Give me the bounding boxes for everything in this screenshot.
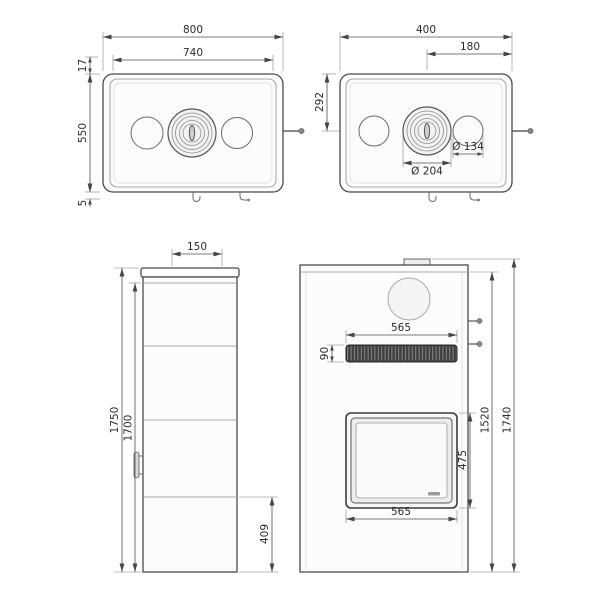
flue-collar-ring: [171, 112, 213, 154]
flue-collar-ring: [410, 114, 444, 148]
dim-width-inner: 740: [112, 47, 274, 71]
stove-top-plate: [109, 78, 277, 188]
burner-cover-left: [130, 116, 164, 150]
dim-label-565-bottom: 565: [391, 506, 411, 518]
dim-height-body: 1700: [123, 282, 141, 572]
dim-label-400: 400: [416, 24, 436, 36]
view-front-elevation: 565 90 475 565 1520 17: [299, 258, 520, 573]
flue-damper-knob: [188, 125, 196, 141]
dim-label-90: 90: [319, 347, 331, 360]
dim-depth: 400: [339, 24, 513, 71]
door-glass: [355, 422, 448, 499]
door-logo-mark: [428, 492, 440, 496]
dim-grille-height: 90: [319, 344, 344, 363]
burner-cover-right: [452, 115, 484, 147]
dim-label-diameter-134: Ø 134: [452, 141, 484, 153]
dim-label-475: 475: [457, 450, 469, 470]
dim-label-565-top: 565: [391, 322, 411, 334]
convection-grille: [345, 344, 458, 363]
flue-damper-knob: [423, 123, 431, 139]
dim-label-409: 409: [259, 524, 271, 544]
bottom-latch-pin: [247, 198, 250, 202]
dim-cover-diameter: Ø 134: [452, 135, 484, 158]
dim-height-overall: 1750: [109, 267, 141, 573]
dim-label-1520: 1520: [480, 407, 492, 434]
air-control-knob: [468, 341, 483, 347]
view-side-elevation: 150 1750 1700 409: [109, 241, 278, 573]
dim-depth: 550: [77, 73, 100, 193]
dim-label-1750: 1750: [109, 407, 121, 434]
knob-head: [476, 341, 483, 347]
stove-top-plate-inner-line: [113, 82, 273, 184]
view-top-plan-front: 800 740 17 550 5: [77, 24, 305, 207]
dim-label-150: 150: [187, 241, 207, 253]
dim-label-292: 292: [314, 92, 326, 112]
stove-top-plate-inner-line: [349, 82, 503, 184]
control-rod-knob: [527, 128, 534, 134]
view-top-plan-side: 400 180 292 Ø 204 Ø 134: [314, 24, 534, 202]
dim-label-1700: 1700: [123, 415, 135, 442]
flue-collar-ring: [414, 118, 440, 144]
dim-label-17: 17: [77, 59, 89, 72]
dim-label-5: 5: [77, 200, 89, 207]
air-control-knob: [468, 318, 483, 324]
bottom-latch: [428, 192, 437, 202]
dim-door-height: 475: [457, 412, 476, 509]
control-rod: [512, 128, 534, 134]
dim-height-overall: 1740: [432, 258, 520, 573]
fire-door: [345, 412, 458, 509]
flue-collar: [402, 106, 452, 156]
dim-flue-offset: 180: [426, 41, 512, 70]
flue-stub: [403, 258, 431, 266]
flue-collar-ring: [179, 120, 205, 146]
flue-outlet-circle: [387, 277, 431, 321]
dim-flue-center: 292: [314, 73, 340, 132]
dim-plinth-height: 409: [239, 496, 278, 573]
stove-top-plate: [345, 78, 507, 188]
bottom-latch: [239, 192, 247, 201]
dim-label-180: 180: [460, 41, 480, 53]
flue-collar: [167, 108, 217, 158]
dim-flue-span: 150: [171, 241, 223, 266]
flue-collar-ring: [406, 110, 448, 152]
dim-label-diameter-204: Ø 204: [411, 166, 443, 178]
dim-bottom-lip: 5: [77, 184, 100, 207]
dim-flue-diameter: Ø 204: [402, 135, 452, 178]
bottom-latch: [192, 192, 201, 202]
control-rod: [283, 128, 305, 134]
control-rod-knob: [298, 128, 305, 134]
flue-collar-ring: [175, 116, 209, 150]
dim-height-body: 1520: [470, 271, 498, 572]
dim-grille-width: 565: [345, 322, 458, 343]
dim-label-740: 740: [183, 47, 203, 59]
bottom-latch: [469, 192, 477, 201]
knob-head: [476, 318, 483, 324]
dim-width-outer: 800: [102, 24, 284, 71]
dim-label-800: 800: [183, 24, 203, 36]
dim-top-lip: 17: [77, 56, 98, 75]
dim-door-width: 565: [345, 506, 458, 523]
dim-label-1740: 1740: [502, 407, 514, 434]
flue-collar-ring: [182, 123, 202, 143]
burner-cover-left: [358, 115, 390, 147]
burner-cover-right: [221, 117, 253, 149]
dim-label-550: 550: [77, 123, 89, 143]
stove-side-outline: [142, 276, 238, 573]
bottom-latch-pin: [477, 198, 480, 202]
flue-collar-ring: [417, 121, 437, 141]
